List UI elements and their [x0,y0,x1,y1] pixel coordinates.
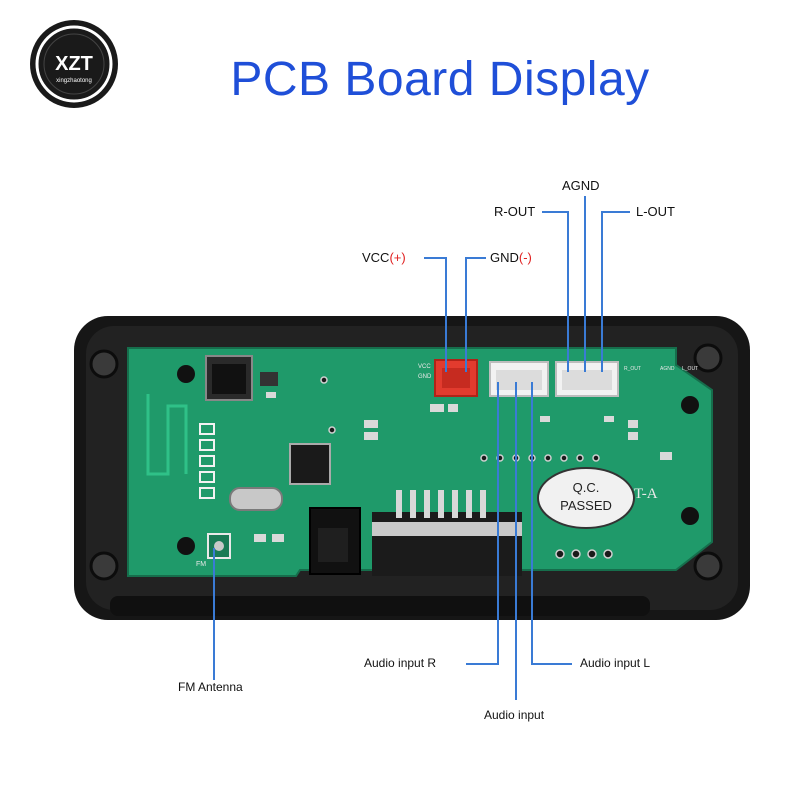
l-out-leader [601,211,630,372]
logo-subtext: xingzhaotong [56,78,92,84]
xzt-logo: XZT xingzhaotong [30,20,118,108]
vcc-sign: (+) [389,250,406,265]
agnd-label: AGND [562,178,600,193]
vcc-leader [424,257,447,372]
vcc-label: VCC(+) [362,250,406,265]
board-screws [177,365,699,555]
left-pads [199,423,215,499]
smd-components [254,392,672,542]
gnd-silk: GND [418,374,432,380]
r-out-label: R-OUT [494,204,536,219]
gnd-sign: (-) [518,250,532,265]
crystal [229,487,283,511]
leader-lines [213,196,630,700]
gnd-text: GND [490,250,519,265]
gnd-label: GND(-) [490,250,532,265]
t-a-silk: T-A [634,486,658,502]
vcc-text: VCC [362,250,390,265]
audio-output-connector [555,361,619,397]
via-holes [320,376,613,559]
main-chip [289,443,331,485]
bt-antenna-trace [146,394,188,476]
audio-input-connector [489,361,549,397]
audio-input-l-label: Audio input L [580,656,651,670]
qc-passed-sticker: Q.C. PASSED [537,467,635,529]
qc-line1: Q.C. [573,480,600,495]
audio-input-r-leader [466,382,499,665]
r-out-silk: R_OUT [624,366,641,372]
sd-card-slot [372,512,522,576]
qc-line2: PASSED [560,498,612,513]
page-title: PCB Board Display [230,53,650,106]
fm-antenna-label: FM Antenna [178,680,243,694]
agnd-silk: AGND [660,366,675,372]
logo-text: XZT [55,53,93,75]
vcc-silk: VCC [418,364,431,370]
l-out-label: L-OUT [636,204,675,219]
l-out-silk: L_OUT [682,366,698,372]
r-out-leader [542,211,569,372]
gnd-leader [465,257,486,372]
power-connector [434,359,478,397]
sd-card-pins [396,490,486,518]
fm-silk: FM [196,561,206,568]
frame-holes [89,343,723,581]
audio-input-r-label: Audio input R [364,656,437,670]
audio-input-l-leader [531,382,572,665]
audio-input-label: Audio input [484,708,545,722]
